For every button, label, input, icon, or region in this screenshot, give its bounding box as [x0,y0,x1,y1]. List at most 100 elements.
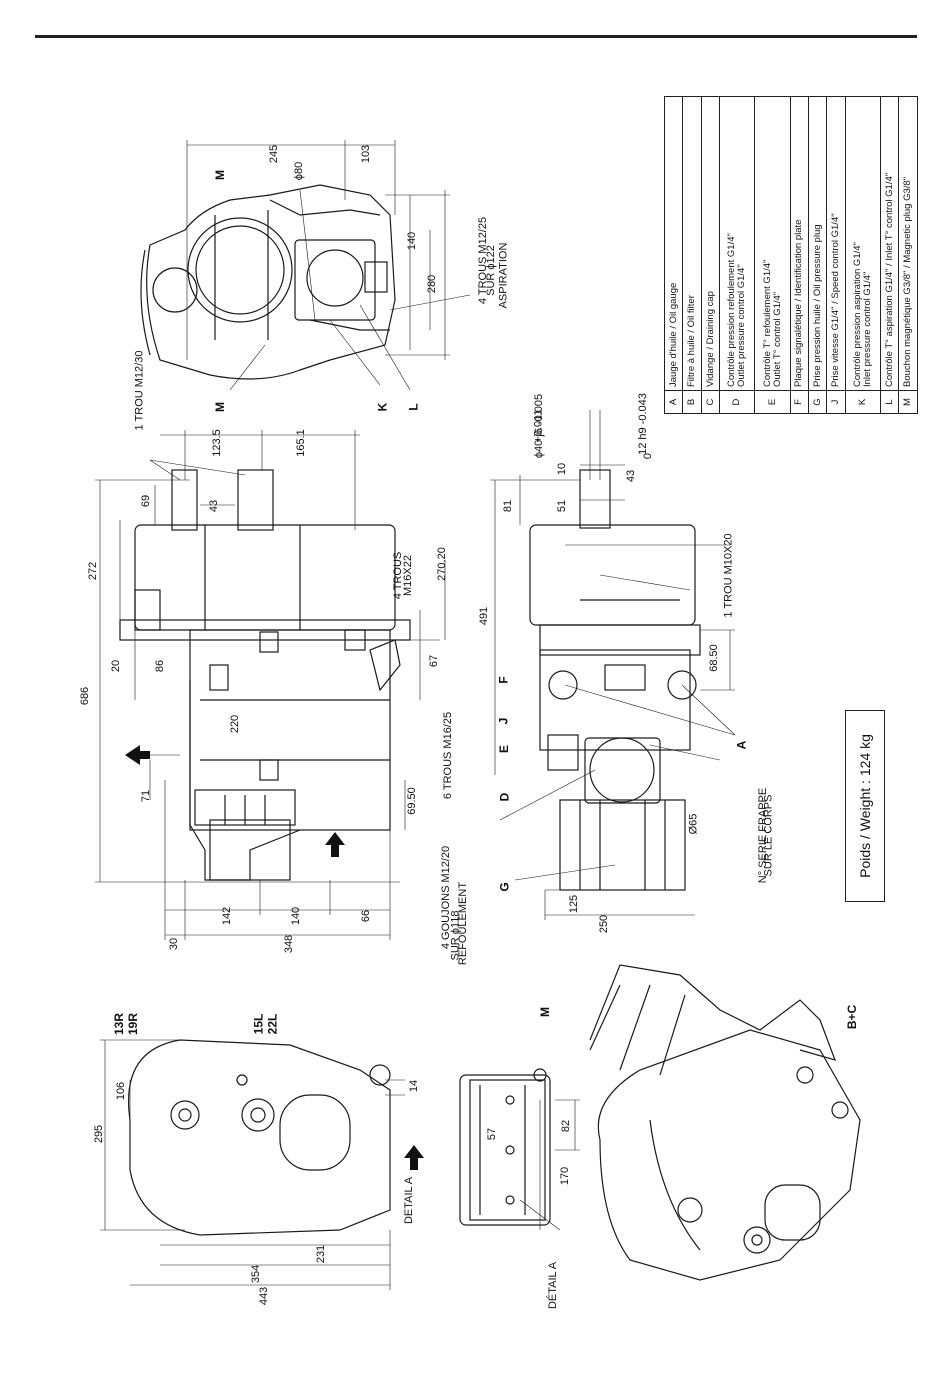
dim-220: 220 [229,714,242,734]
label-l: L [406,403,421,411]
label-g: G [497,882,512,892]
legend-row: M Bouchon magnétique G3/8" / Magnetic pl… [898,96,918,414]
dim-0: 0 [642,452,655,460]
front-view-dims [490,410,736,920]
legend-key: E [754,390,791,414]
dim-354: 354 [250,1264,263,1284]
dim-69-50-a: 69.50 [405,787,418,815]
legend: A Jauge d'huile / Oil gauge B Filtre à h… [664,96,918,414]
dim-142: 142 [221,906,234,926]
legend-text-en: Inlet pressure control G1/4" [861,271,873,387]
dim-270-20: 270.20 [435,547,448,581]
dim-491: 491 [478,606,491,626]
legend-row: C Vidange / Draining cap [701,96,720,414]
dim-14: 14 [408,1079,421,1093]
legend-text-en: Outlet pressure control G1/4" [736,264,748,387]
dim-245: 245 [268,144,281,164]
note-m16x22: M16X22 [401,555,414,596]
dim-71: 71 [140,789,153,803]
dim-10: 10 [556,462,569,476]
legend-text-en: Outlet T° control G1/4" [771,291,783,387]
end-view [128,1039,391,1236]
dim-51: 51 [556,499,569,513]
legend-key: F [790,390,809,414]
side-view-upper [119,469,411,881]
label-b-c: B+C [845,1004,860,1030]
dim-125: 125 [568,894,581,914]
dim-66: 66 [360,909,373,923]
dim-140-b: 140 [290,906,303,926]
dim-123-5: 123.5 [210,429,223,457]
legend-row: K Contrôle pression aspiration G1/4"Inle… [845,96,881,414]
front-view [529,469,701,891]
legend-key: A [664,390,683,414]
legend-row: B Filtre à huile / Oil filter [682,96,702,414]
dim-348: 348 [283,934,296,954]
dim-106: 106 [115,1081,128,1101]
legend-text: Bouchon magnétique G3/8" / Magnetic plug… [898,96,918,391]
flow-arrows [125,745,424,1170]
side-view-upper-dims [95,430,446,940]
dim-140: 140 [406,231,419,251]
note-detail-a-2: DÉTAIL A [547,1261,560,1310]
legend-text: Prise vitesse G1/4" / Speed control G1/4… [826,96,846,391]
note-trous-m12-25-3: ASPIRATION [497,242,510,309]
dim-86: 86 [154,659,167,673]
label-m-top: M [213,170,227,180]
isometric-view [589,964,861,1281]
legend-text: Contrôle T° aspiration G1/4" / Inlet T° … [880,96,899,391]
label-a: A [734,740,749,750]
legend-row: E Contrôle T° refoulement G1/4"Outlet T°… [754,96,791,414]
dim-443: 443 [258,1286,271,1306]
top-view-dims [186,140,471,391]
weight-box: Poids / Weight : 124 kg [845,710,885,902]
dim-69: 69 [140,494,153,508]
end-view-dims [100,1039,405,1290]
legend-text: Jauge d'huile / Oil gauge [664,96,683,391]
note-trous-m12-25-2: SUR ϕ122 [484,245,497,296]
legend-text: Contrôle pression aspiration G1/4"Inlet … [845,96,881,391]
legend-key: J [826,390,846,414]
detail-a-dims [519,1099,580,1231]
legend-key: B [682,390,702,414]
dim-231: 231 [315,1244,328,1264]
dim-phi65: Ø65 [687,813,700,835]
dim-57: 57 [486,1127,499,1141]
label-m-detail: M [538,1007,552,1017]
dim-43-b: 43 [625,469,638,483]
dim-67: 67 [428,654,441,668]
dim-103: 103 [360,144,373,164]
dim-phi40-tol: +0.011 [532,409,545,443]
legend-text: Contrôle pression refoulement G1/4"Outle… [719,96,755,391]
legend-table: A Jauge d'huile / Oil gauge B Filtre à h… [664,96,918,414]
legend-row: G Prise pression huile / Oil pressure pl… [808,96,827,414]
legend-key: K [845,390,881,414]
top-view [140,184,396,380]
header-rule [35,35,917,38]
label-d: D [497,792,512,802]
legend-text: Filtre à huile / Oil filter [682,96,702,391]
dim-686: 686 [79,686,92,706]
detail-a [459,1068,551,1226]
note-trou-m10x20: 1 TROU M10X20 [722,533,735,618]
dim-81: 81 [502,499,515,513]
legend-key: C [701,390,720,414]
dim-20: 20 [110,659,123,673]
legend-key: D [719,390,755,414]
note-6-trous-m16-25: 6 TROUS M16/25 [442,711,455,800]
note-goujons-3: REFOULEMENT [457,881,470,966]
legend-row: A Jauge d'huile / Oil gauge [664,96,683,414]
legend-row: J Prise vitesse G1/4" / Speed control G1… [826,96,846,414]
dim-170: 170 [559,1166,572,1186]
note-trou-m12-30: 1 TROU M12/30 [133,350,146,431]
note-serie-2: SUR LE CORPS [762,794,775,877]
label-m-bottom: M [213,402,227,412]
legend-key: L [880,390,899,414]
note-detail-a: DETAIL A [403,1176,416,1225]
dim-165-1: 165.1 [294,429,307,457]
legend-text: Contrôle T° refoulement G1/4"Outlet T° c… [754,96,791,391]
dim-phi80: ϕ80 [293,161,306,181]
label-22l: 22L [265,1013,280,1035]
